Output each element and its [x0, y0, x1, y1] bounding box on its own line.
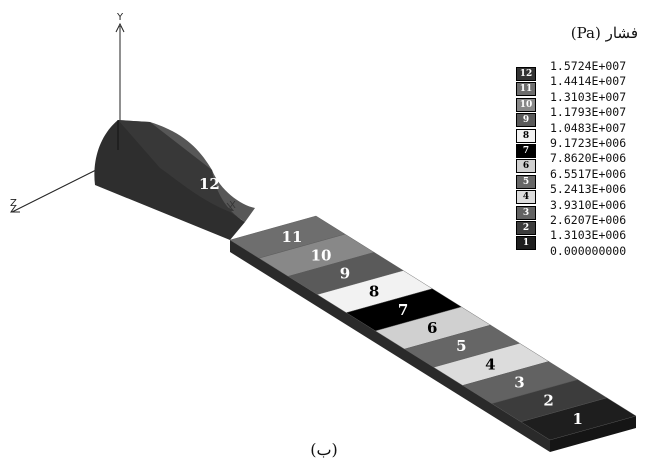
legend-value: 6.5517E+006: [550, 166, 627, 181]
legend-value: 2.6207E+006: [550, 213, 627, 227]
zone-label-6: 6: [427, 319, 437, 337]
legend-value: 1.5724E+007: [550, 59, 627, 73]
zone-label-11: 11: [282, 228, 303, 246]
figure-caption: (ب): [310, 440, 338, 459]
zone-label-10: 10: [311, 246, 332, 264]
y-axis-label: Y: [116, 12, 124, 23]
strip-side: [230, 240, 636, 452]
zone-label-1: 1: [572, 410, 582, 428]
head-top-face: [118, 120, 255, 222]
y-axis-arrow: [115, 22, 125, 33]
z-axis-arrow: [10, 204, 20, 213]
zone-label-2: 2: [543, 392, 553, 410]
legend-swatch-7: 7: [516, 144, 536, 158]
strip-side-face: [230, 240, 550, 452]
legend-value: 7.8620E+006: [550, 151, 627, 166]
legend-swatch-2: 2: [516, 221, 536, 235]
zone-label-8: 8: [369, 283, 379, 301]
legend-swatch-3: 3: [516, 205, 536, 220]
legend-swatch-1: 1: [516, 236, 536, 251]
zone-bands: [229, 215, 637, 441]
legend-value: 9.1723E+006: [550, 136, 627, 150]
zone-label-3: 3: [514, 374, 524, 392]
legend-value: 1.3103E+006: [550, 228, 627, 243]
legend-value: 1.0483E+007: [550, 120, 627, 135]
legend-swatch-4: 4: [516, 190, 536, 205]
zone-label-9: 9: [340, 264, 350, 282]
legend-value: 1.4414E+007: [550, 74, 627, 89]
zone-band-1: [520, 397, 637, 441]
z-axis-label: Z: [10, 198, 17, 209]
legend-swatch-6: 6: [516, 159, 536, 174]
zone-label-5: 5: [456, 337, 466, 355]
legend-swatch-5: 5: [516, 174, 536, 189]
legend-title: فشار (Pa): [570, 24, 638, 42]
head-region: [94, 120, 255, 240]
zone-label-7: 7: [398, 301, 408, 319]
strip-end-face: [550, 416, 636, 452]
legend-value: 1.1793E+007: [550, 105, 627, 120]
legend-value: 0.000000000: [550, 243, 627, 258]
zone-label-4: 4: [485, 355, 495, 373]
legend-value: 3.9310E+006: [550, 197, 627, 212]
legend-swatch-8: 8: [516, 128, 536, 143]
zone-label-12: 12: [199, 175, 220, 193]
legend-swatch-9: 9: [516, 113, 536, 128]
legend-swatch-11: 11: [516, 82, 536, 97]
legend-value: 5.2413E+006: [550, 182, 627, 197]
legend-swatch-10: 10: [516, 97, 536, 112]
legend-value: 1.3103E+007: [550, 89, 627, 104]
legend-swatch-12: 12: [516, 67, 536, 81]
head-front-face: [94, 120, 245, 240]
